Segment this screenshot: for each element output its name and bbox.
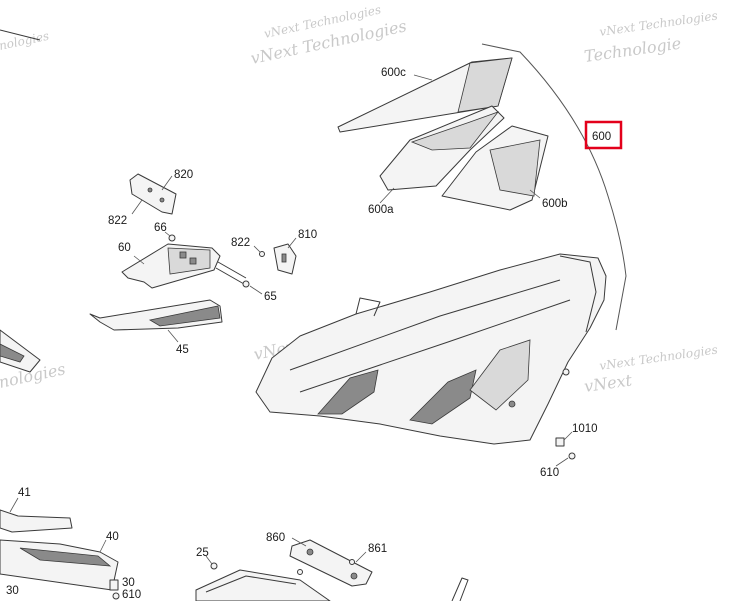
bottom-left-group: 41 40 30 30 610 — [0, 487, 141, 601]
callout-65: 65 — [264, 291, 277, 303]
watermark-fragment: Technologie — [583, 34, 682, 66]
callout-600[interactable]: 600 — [592, 131, 611, 143]
callout-1010: 1010 — [572, 423, 598, 435]
left-edge-group — [0, 29, 41, 373]
bottom-right-partial-part — [451, 577, 469, 601]
side-panel-edge — [559, 255, 597, 333]
leader-822-right — [253, 245, 261, 253]
part-820-hole — [147, 187, 153, 193]
side-panel-fastener — [562, 368, 570, 376]
callout-610: 610 — [540, 467, 559, 479]
callout-66: 66 — [154, 222, 167, 234]
part-600b-shade — [489, 139, 541, 197]
part-822-bolt — [259, 251, 265, 257]
part-45-shade — [148, 305, 221, 327]
part-600c-shade — [457, 57, 513, 113]
leader-65 — [249, 285, 263, 295]
part-861-hole — [350, 572, 358, 580]
part-600a-shade — [410, 111, 500, 151]
side-panel-tab — [355, 297, 381, 317]
callout-600c: 600c — [381, 67, 406, 79]
bottom-right-group — [451, 577, 469, 601]
leader-60 — [133, 255, 145, 265]
callout-600a: 600a — [368, 204, 394, 216]
assembly-bracket-line — [481, 43, 627, 331]
leader-45 — [167, 329, 179, 343]
watermark-fragment: vNext — [583, 370, 634, 396]
part-60-slot — [179, 251, 187, 259]
leader-861 — [355, 551, 367, 563]
leader-41 — [9, 497, 19, 513]
part-610-screw-bottom — [112, 592, 120, 600]
leader-600b — [529, 189, 541, 199]
part-610-screw — [568, 452, 576, 460]
part-66-bolt — [168, 234, 176, 242]
part-810-slot — [281, 253, 287, 263]
watermark-company: vNext Technologies — [598, 9, 718, 39]
callout-41: 41 — [18, 487, 31, 499]
side-panel-line — [299, 299, 571, 393]
leader-1010 — [563, 431, 573, 441]
leader-25 — [205, 555, 213, 565]
callout-25: 25 — [196, 547, 209, 559]
callout-60: 60 — [118, 242, 131, 254]
part-1010-clip — [555, 437, 565, 447]
side-panel-line — [289, 279, 561, 371]
leader-822-top — [131, 199, 143, 215]
callout-610-bottom: 610 — [122, 589, 141, 601]
leader-600c — [413, 74, 433, 81]
part-65-end — [242, 280, 250, 288]
part-40-shade — [19, 547, 112, 567]
callout-40: 40 — [106, 531, 119, 543]
leader-820 — [161, 175, 173, 191]
callout-822-top: 822 — [108, 215, 127, 227]
callout-820: 820 — [174, 169, 193, 181]
leader-600a — [379, 187, 395, 204]
part-25-plate — [195, 569, 331, 601]
watermark-company: vNext Technologies — [598, 343, 718, 373]
part-860-screw — [297, 569, 303, 575]
part-25-line — [205, 575, 297, 593]
callout-30-left: 30 — [6, 585, 19, 597]
part-60-slot — [189, 257, 197, 265]
callout-30-right: 30 — [122, 577, 135, 589]
left-partial-line — [0, 29, 41, 41]
callout-860: 860 — [266, 532, 285, 544]
part-41-shape — [0, 509, 73, 533]
left-partial-shade — [0, 343, 25, 363]
part-820-hole — [159, 197, 165, 203]
part-30-clip — [109, 579, 119, 591]
part-60-shade — [167, 247, 211, 275]
part-600-group: 600c 600a 600b 600 — [337, 43, 627, 331]
side-panel-group: 1010 610 — [255, 253, 607, 479]
part-860-hole — [306, 548, 314, 556]
callout-45: 45 — [176, 344, 189, 356]
side-panel-fastener — [508, 400, 516, 408]
leader-610 — [555, 457, 569, 467]
bottom-center-group: 25 860 861 — [195, 532, 387, 601]
left-partial-part — [0, 329, 41, 373]
callout-810: 810 — [298, 229, 317, 241]
leader-66 — [164, 231, 171, 237]
bracket-parts-group: 820 822 66 60 65 822 810 45 — [89, 169, 317, 356]
leader-40 — [99, 539, 107, 553]
side-panel-vent — [317, 369, 379, 415]
leader-810 — [287, 237, 297, 249]
side-panel-vent — [409, 369, 477, 425]
side-panel-vent — [469, 339, 531, 411]
part-861-screw — [349, 559, 355, 565]
callout-600b: 600b — [542, 198, 568, 210]
callout-822-right: 822 — [231, 237, 250, 249]
highlight-box-600 — [584, 120, 623, 150]
part-65-rod — [215, 261, 247, 285]
part-820-shape — [129, 173, 177, 215]
part-860-bracket — [289, 539, 373, 587]
callout-861: 861 — [368, 543, 387, 555]
leader-860 — [291, 537, 307, 547]
part-25-screw — [210, 562, 218, 570]
